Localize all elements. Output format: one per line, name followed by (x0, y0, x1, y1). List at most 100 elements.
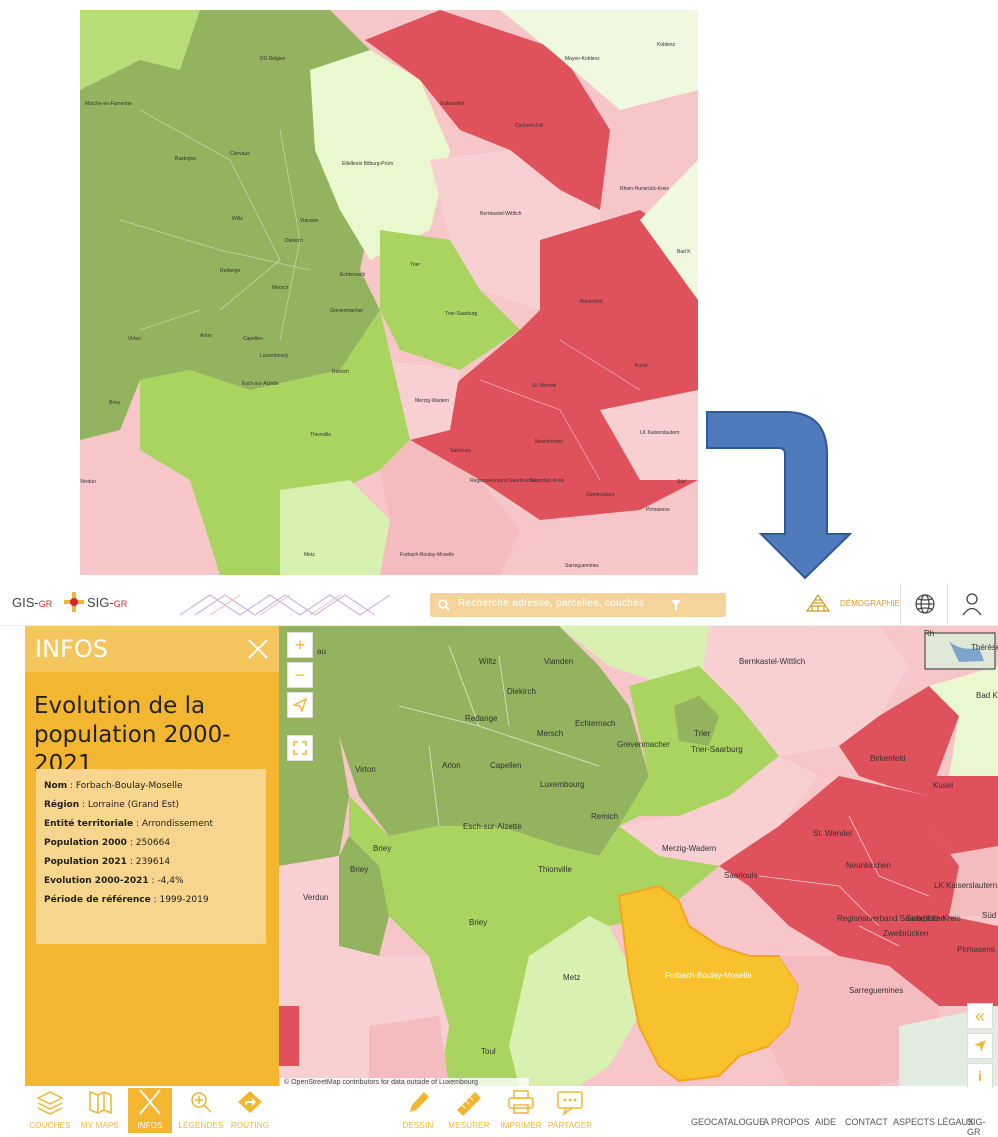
collapse-panel-button[interactable]: « (967, 1003, 993, 1029)
tool-my-maps-button[interactable]: MY MAPS (78, 1088, 122, 1133)
top-map-label: Birkenfeld (580, 299, 602, 305)
route-icon (238, 1091, 262, 1113)
map-label-briey: Briey (469, 918, 487, 927)
top-map-label: Wiltz (232, 216, 243, 222)
link-a-propos[interactable]: A PROPOS (763, 1117, 810, 1127)
info-panel: INFOS Evolution de la population 2000-20… (25, 626, 279, 1086)
map-label-diekirch: Diekirch (507, 687, 536, 696)
tool-label: INFOS (137, 1121, 163, 1130)
tool-routing-button[interactable]: ROUTING (228, 1088, 272, 1133)
geolocate-button[interactable] (967, 1033, 993, 1059)
map-label-neunkirchen: Neunkirchen (846, 861, 891, 870)
top-map-label: Merzig-Wadern (415, 398, 449, 404)
location-arrow-icon (974, 1040, 986, 1052)
zoom-out-button[interactable]: − (287, 662, 313, 688)
rotate-reset-button[interactable] (287, 692, 313, 718)
map-label-arlon: Arlon (442, 761, 461, 770)
logo-gis-gr[interactable]: GIS-GR (12, 595, 52, 610)
map-label-thionville: Thionville (538, 865, 572, 874)
tool-label: ROUTING (230, 1121, 270, 1130)
top-map-label: Pirmasens (646, 507, 670, 513)
tool-imprimer-button[interactable]: IMPRIMER (498, 1088, 544, 1133)
attr-row: Période de référence : 1999-2019 (44, 895, 209, 905)
search-icon (438, 599, 450, 611)
top-map-label: Koblenz (657, 42, 676, 48)
top-map-label: Thionville (310, 432, 331, 438)
logo-sig-gr[interactable]: SIG-GR (87, 595, 127, 610)
main-map[interactable]: Wiltz Vianden Bernkastel-Wittlich Rh Thé… (279, 626, 998, 1086)
search-input[interactable]: Recherche adresse, parcelles, couches (458, 598, 645, 609)
map-label-therese: Thérèse (971, 643, 998, 652)
map-label-pirmasens: Pirmasens (957, 945, 995, 954)
logo-gr-text: GR (38, 599, 53, 609)
tool-legendes-button[interactable]: LÉGENDES (177, 1088, 225, 1133)
close-icon (139, 1089, 161, 1115)
map-label-verdun: Verdun (303, 893, 328, 902)
arrow-down-right-icon (706, 411, 853, 580)
map-label-capellen: Capellen (490, 761, 522, 770)
fullscreen-icon (293, 741, 307, 755)
tool-label: COUCHES (29, 1121, 71, 1130)
user-icon[interactable] (962, 592, 982, 616)
tool-dessin-button[interactable]: DESSIN (400, 1088, 436, 1133)
top-map-label: Süd (677, 479, 686, 485)
tool-label: DESSIN (402, 1121, 434, 1130)
attr-row: Population 2021 : 239614 (44, 857, 171, 867)
map-label-virton: Virton (355, 765, 376, 774)
filter-icon[interactable] (671, 600, 681, 610)
info-panel-title: INFOS (35, 635, 108, 663)
link-aide[interactable]: AIDE (815, 1117, 837, 1127)
map-label-esch: Esch-sur-Alzette (463, 822, 522, 831)
top-map-label: Mersch (272, 285, 289, 291)
top-map-label: Redange (220, 268, 241, 274)
tool-couches-button[interactable]: COUCHES (28, 1088, 72, 1133)
logo-cross-icon (64, 592, 84, 612)
logo-gis-text: GIS- (12, 595, 39, 610)
top-map-label: St. Wendel (532, 383, 556, 389)
map-label-zweibrucken: Zweibrücken (883, 929, 928, 938)
map-label-mersch: Mersch (537, 729, 563, 738)
tool-partager-button[interactable]: PARTAGER (548, 1088, 592, 1133)
top-map-label: Trier (410, 262, 420, 268)
map-label-bad-k: Bad K (976, 691, 998, 700)
tool-infos-button[interactable]: INFOS (128, 1088, 172, 1133)
zoom-in-button[interactable]: + (287, 632, 313, 658)
legend-icon (191, 1092, 212, 1113)
map-label-metz: Metz (563, 973, 580, 982)
attr-row: Evolution 2000-2021 : -4,4% (44, 876, 184, 886)
top-map-label: Regionalverband Saarbrücken (470, 478, 538, 484)
map-label-briey: Briey (373, 844, 391, 853)
top-map-label: Arlon (200, 333, 212, 339)
top-map-label: Bastogne (175, 156, 196, 162)
tool-label: PARTAGER (548, 1121, 593, 1130)
tool-label: MESURER (448, 1121, 490, 1130)
top-map-label: Diekirch (285, 238, 303, 244)
top-map-label: Saarpfalz-Kreis (530, 478, 565, 484)
top-map-label: Sarreguemines (565, 563, 599, 569)
theme-label[interactable]: DÉMOGRAPHIE (840, 599, 901, 608)
top-map-label: Grevenmacher (330, 308, 363, 314)
link-aspects-legaux[interactable]: ASPECTS LÉGAUX (893, 1117, 975, 1127)
map-label-sud: Süd (982, 911, 996, 920)
map-label-saarpfalz: Saarpfalz-Kreis (906, 914, 961, 923)
link-contact[interactable]: CONTACT (845, 1117, 888, 1127)
top-map-label: Vulkaneifel (440, 101, 464, 107)
population-theme-icon (805, 593, 831, 612)
tool-mesurer-button[interactable]: MESURER (448, 1088, 490, 1133)
link-geocatalogue[interactable]: GEOCATALOGUE (691, 1117, 766, 1127)
tool-label: LÉGENDES (178, 1121, 224, 1130)
close-icon[interactable] (247, 638, 269, 660)
top-map-label: Luxembourg (260, 353, 288, 359)
map-folder-icon (89, 1090, 112, 1115)
bottom-toolbar: COUCHES MY MAPS INFOS LÉGENDES ROUTING D… (0, 1088, 998, 1137)
feature-attributes: Nom : Forbach-Boulay-Moselle Région : Lo… (36, 769, 266, 944)
link-sig-gr[interactable]: SIG-GR (967, 1117, 986, 1137)
top-map-label: Vianden (300, 218, 318, 224)
top-map-label: Neunkirchen (535, 439, 563, 445)
search-bar[interactable]: Recherche adresse, parcelles, couches (430, 593, 726, 617)
map-label-birkenfeld: Birkenfeld (870, 754, 906, 763)
app-header: GIS-GR SIG-GR Recherche adresse, parcell… (0, 583, 998, 626)
fullscreen-button[interactable] (287, 735, 313, 761)
globe-icon[interactable] (914, 593, 936, 615)
info-button[interactable]: i (967, 1063, 993, 1089)
